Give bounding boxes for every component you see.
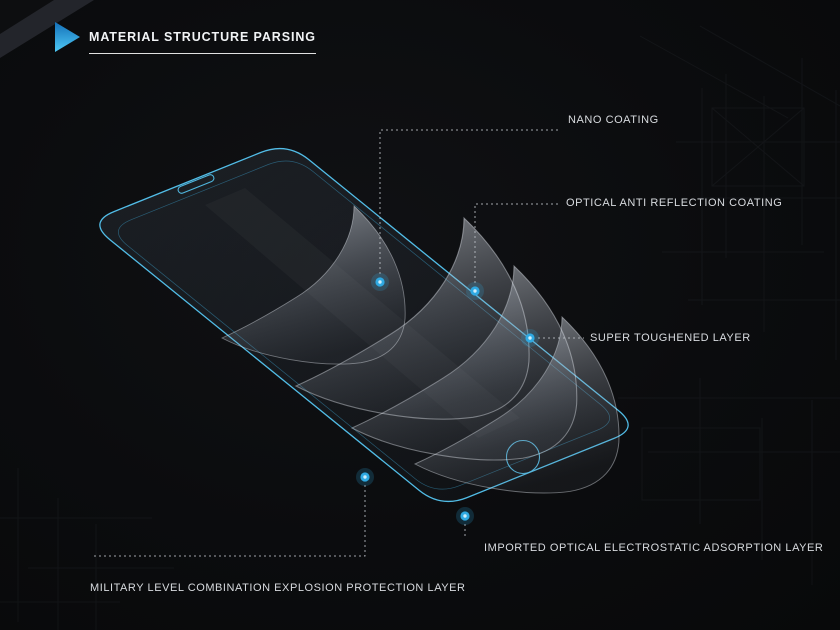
background-wireframe [0, 25, 840, 630]
label-optical-anti-reflection-coating: OPTICAL ANTI REFLECTION COATING [566, 197, 783, 209]
callout-dot-military [356, 468, 374, 486]
callout-dot-nano [371, 273, 389, 291]
label-electrostatic-adsorption-layer: IMPORTED OPTICAL ELECTROSTATIC ADSORPTIO… [484, 542, 824, 554]
earpiece-slot [177, 174, 215, 194]
label-explosion-protection-layer: MILITARY LEVEL COMBINATION EXPLOSION PRO… [90, 582, 466, 594]
corner-decoration-inner [0, 0, 54, 34]
page-title: MATERIAL STRUCTURE PARSING [89, 30, 316, 44]
leader-line-optical [474, 203, 560, 283]
title-underline [89, 53, 316, 54]
label-super-toughened-layer: SUPER TOUGHENED LAYER [590, 332, 751, 344]
section-header: MATERIAL STRUCTURE PARSING [55, 22, 316, 54]
leader-line-military [92, 485, 366, 557]
label-nano-coating: NANO COATING [568, 114, 659, 126]
callout-dot-adsorption [456, 507, 474, 525]
callout-dot-optical [466, 282, 484, 300]
callout-dot-toughened [521, 329, 539, 347]
triangle-marker-icon [55, 22, 80, 52]
